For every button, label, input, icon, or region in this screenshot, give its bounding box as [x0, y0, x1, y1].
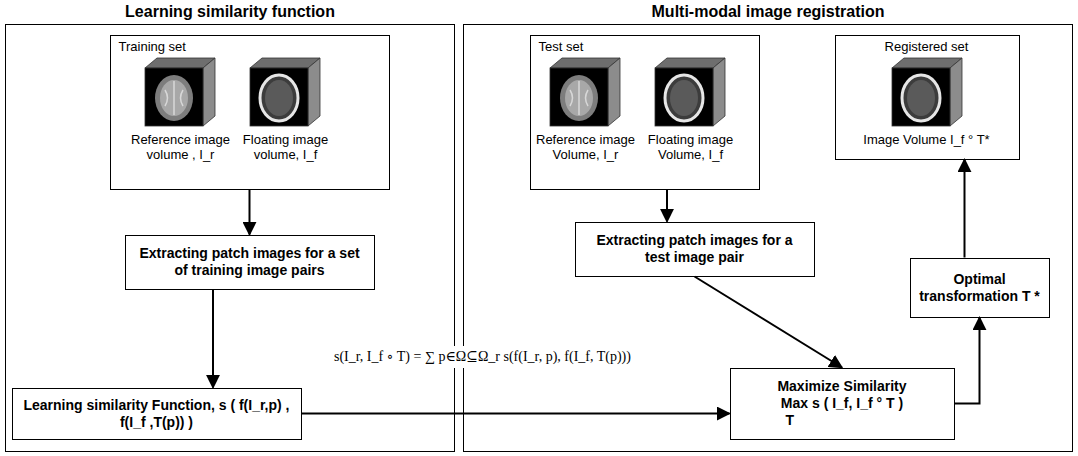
node-text: Floating image Volume, I_f: [638, 132, 744, 163]
node-text: Learning similarity Function, s ( f(I_r,…: [20, 397, 294, 431]
node-text: Test set: [539, 39, 659, 55]
node-text: Reference image volume , I_r: [121, 132, 241, 163]
flow-arrow: [955, 318, 980, 404]
process-box: Optimal transformation T *: [910, 258, 1050, 318]
process-box: Extracting patch images for a test image…: [575, 222, 815, 277]
node-text: Extracting patch images for a test image…: [583, 232, 807, 266]
floating-volume: [250, 58, 320, 126]
node-text: Optimal transformation T *: [918, 271, 1042, 305]
process-box: Extracting patch images for a set of tra…: [125, 235, 375, 290]
node-text: Floating image volume, I_f: [226, 132, 346, 163]
floating-volume: [655, 58, 725, 126]
reference-volume: [550, 58, 620, 126]
panel-box: Learning similarity functionTraining set…: [5, 24, 455, 452]
panel-title: Multi-modal image registration: [464, 2, 1072, 21]
process-box: Maximize SimilarityMax s ( I_f, I_f ° T …: [730, 368, 955, 440]
flow-arrow: [302, 413, 730, 415]
flow-arrow: [964, 160, 966, 258]
flow-arrow: [249, 190, 251, 235]
node-text: Reference image Volume, I_r: [533, 132, 639, 163]
panel-box: Multi-modal image registrationTest setRe…: [463, 24, 1073, 452]
flow-arrow: [666, 190, 668, 222]
reference-volume: [145, 58, 215, 126]
node-text: Image Volume I_f ° T*: [836, 132, 1018, 148]
node-text: Extracting patch images for a set of tra…: [133, 245, 367, 279]
image-set-box: Registered setImage Volume I_f ° T*: [835, 35, 1020, 160]
node-text: Maximize Similarity: [738, 378, 947, 395]
image-set-box: Test setReference image Volume, I_rFloat…: [530, 35, 760, 190]
node-text: Max s ( I_f, I_f ° T ): [738, 395, 947, 412]
process-box: Learning similarity Function, s ( f(I_r,…: [12, 388, 302, 440]
node-text: Training set: [119, 39, 239, 55]
flow-arrow: [212, 290, 214, 388]
node-text: T: [738, 412, 947, 429]
registered-volume: [892, 58, 962, 126]
image-set-box: Training setReference image volume , I_r…: [110, 35, 390, 190]
panel-title: Learning similarity function: [6, 2, 454, 21]
formula-label: s(I_r, I_f ∘ T) = ∑ p∈Ω⊆Ω_r s(f(I_r, p),…: [330, 346, 708, 368]
node-text: Registered set: [836, 39, 1018, 55]
flow-arrow: [695, 277, 843, 368]
